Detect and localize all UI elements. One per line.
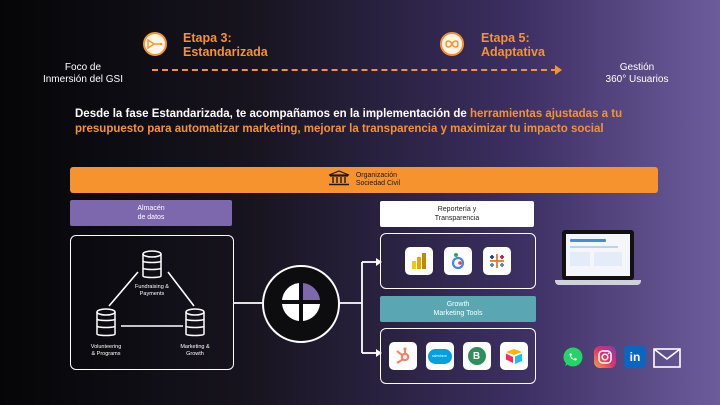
database-icon <box>95 308 117 343</box>
hub-circle <box>262 265 340 343</box>
airtable-icon[interactable] <box>499 342 528 370</box>
infinity-icon <box>440 32 464 56</box>
hub-logo-icon <box>278 279 324 330</box>
stage-5: Etapa 5: Adaptativa <box>481 31 545 59</box>
intro-highlight-2: presupuesto para automatizar marketing, … <box>75 123 604 135</box>
bloomerang-icon[interactable]: B <box>462 342 491 370</box>
growth-panel: salesforce B <box>380 328 536 384</box>
timeline-dashed-line <box>152 69 557 71</box>
storage-panel: Fundraising & Payments Volunteering & Pr… <box>70 235 234 370</box>
linkedin-label: in <box>629 350 641 364</box>
funnel-icon <box>143 32 167 56</box>
tableau-icon[interactable] <box>483 247 511 275</box>
hubspot-icon[interactable] <box>388 342 417 370</box>
power-bi-icon[interactable] <box>405 247 433 275</box>
db-label-fundraising: Fundraising & Payments <box>135 284 169 297</box>
mail-icon[interactable] <box>653 348 681 373</box>
stage-3: Etapa 3: Estandarizada <box>183 31 268 59</box>
timeline-arrow-icon <box>555 65 562 75</box>
intro-paragraph: Desde la fase Estandarizada, te acompaña… <box>75 107 675 137</box>
laptop-base <box>555 280 641 285</box>
intro-highlight-1: herramientas ajustadas a tu <box>469 108 623 120</box>
intro-plain: Desde la fase Estandarizada, te acompaña… <box>75 108 470 120</box>
database-icon <box>184 308 206 343</box>
linkedin-icon[interactable]: in <box>624 346 646 368</box>
stage-3-title: Etapa 3: <box>183 31 232 45</box>
database-icon <box>141 250 163 285</box>
reporting-header: Reportería y Transparencia <box>380 201 534 227</box>
laptop-screen <box>562 230 634 280</box>
looker-studio-icon[interactable] <box>444 247 472 275</box>
timeline-end-label: Gestión 360° Usuarios <box>605 62 669 85</box>
salesforce-label: salesforce <box>431 354 448 358</box>
reporting-panel <box>380 233 536 289</box>
timeline-start-label: Foco de Inmersión del GSI <box>42 62 124 85</box>
stage-3-subtitle: Estandarizada <box>183 45 268 59</box>
instagram-icon[interactable] <box>594 346 616 368</box>
whatsapp-icon[interactable] <box>562 346 584 368</box>
storage-triangle <box>108 271 195 327</box>
stage-5-subtitle: Adaptativa <box>481 45 545 59</box>
db-label-volunteering: Volunteering & Programs <box>90 344 122 357</box>
stage-5-title: Etapa 5: <box>481 31 530 45</box>
laptop-illustration <box>555 230 641 285</box>
organization-banner: Organización Sociedad Civil <box>70 167 658 193</box>
bloomerang-label: B <box>472 350 481 362</box>
banner-label: Organización Sociedad Civil <box>355 172 401 187</box>
db-label-marketing: Marketing & Growth <box>180 344 210 357</box>
growth-header: Growth Marketing Tools <box>380 296 536 322</box>
salesforce-icon[interactable]: salesforce <box>425 342 454 370</box>
building-icon <box>328 169 350 191</box>
storage-header: Almacén de datos <box>70 200 232 226</box>
